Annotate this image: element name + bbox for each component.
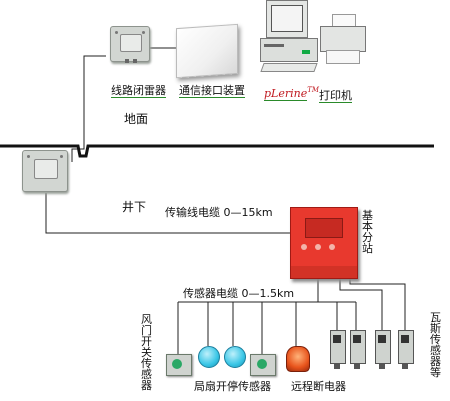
ground-line bbox=[0, 144, 434, 158]
gas-sensor-icon-4 bbox=[398, 330, 414, 369]
gas-sensor-icon-2 bbox=[350, 330, 366, 369]
printer-icon bbox=[320, 14, 366, 64]
line-arrester-label: 线路闭雷器 bbox=[111, 84, 166, 98]
comm-interface-label: 通信接口装置 bbox=[179, 84, 245, 98]
interface-box-icon bbox=[176, 23, 238, 79]
computer-icon bbox=[258, 0, 318, 80]
underground-arrester-icon bbox=[22, 150, 68, 192]
fan-sensor-icon-2 bbox=[224, 346, 246, 368]
printer-label: 打印机 bbox=[319, 89, 352, 103]
gas-sensor-icon-1 bbox=[330, 330, 346, 369]
trans-cable-line bbox=[45, 193, 294, 234]
air-door-sensor-label: 风门开关传感器 bbox=[141, 313, 152, 392]
fan-stop-sensor-label: 局扇开停传感器 bbox=[194, 380, 271, 393]
line-arrester-icon bbox=[110, 26, 150, 63]
gas-sensors-label: 瓦斯传感器等 bbox=[430, 311, 441, 379]
fan-sensor-icon-1 bbox=[198, 346, 220, 368]
base-station-icon bbox=[290, 207, 358, 279]
station-down-2 bbox=[339, 278, 383, 330]
fan-sensor-icon-3 bbox=[250, 354, 276, 376]
surface-drop-cable bbox=[71, 55, 106, 162]
underground-label: 井下 bbox=[122, 200, 147, 214]
base-station-label: 基本分站 bbox=[362, 209, 373, 255]
trans-cable-label: 传输线电缆 0—15km bbox=[165, 206, 273, 219]
computer-label: pLerineTM bbox=[264, 86, 320, 101]
station-down-3 bbox=[349, 278, 406, 330]
remote-breaker-icon bbox=[286, 346, 310, 372]
sensor-cable-label: 传感器电缆 0—1.5km bbox=[183, 287, 295, 300]
air-door-sensor-icon bbox=[166, 354, 192, 376]
remote-breaker-label: 远程断电器 bbox=[291, 380, 346, 393]
ground-label: 地面 bbox=[124, 112, 149, 126]
gas-sensor-icon-3 bbox=[375, 330, 391, 369]
